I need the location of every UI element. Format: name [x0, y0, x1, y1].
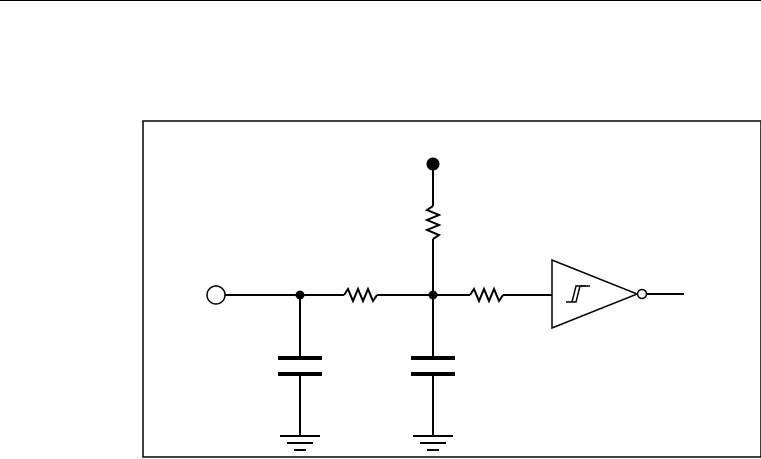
- ground-symbol: [280, 436, 320, 450]
- schmitt-trigger-inverter: [552, 260, 684, 328]
- diagram-frame: [143, 121, 761, 457]
- ground-symbol: [413, 436, 453, 450]
- input-filter-capacitor: [278, 295, 322, 435]
- series-output-resistor: [470, 289, 503, 301]
- inversion-bubble: [638, 290, 647, 299]
- supply-terminal: [427, 158, 440, 171]
- node-filter-capacitor: [411, 295, 455, 435]
- input-terminal: [207, 286, 225, 304]
- pull-up-resistor: [427, 206, 439, 239]
- series-input-resistor: [344, 289, 377, 301]
